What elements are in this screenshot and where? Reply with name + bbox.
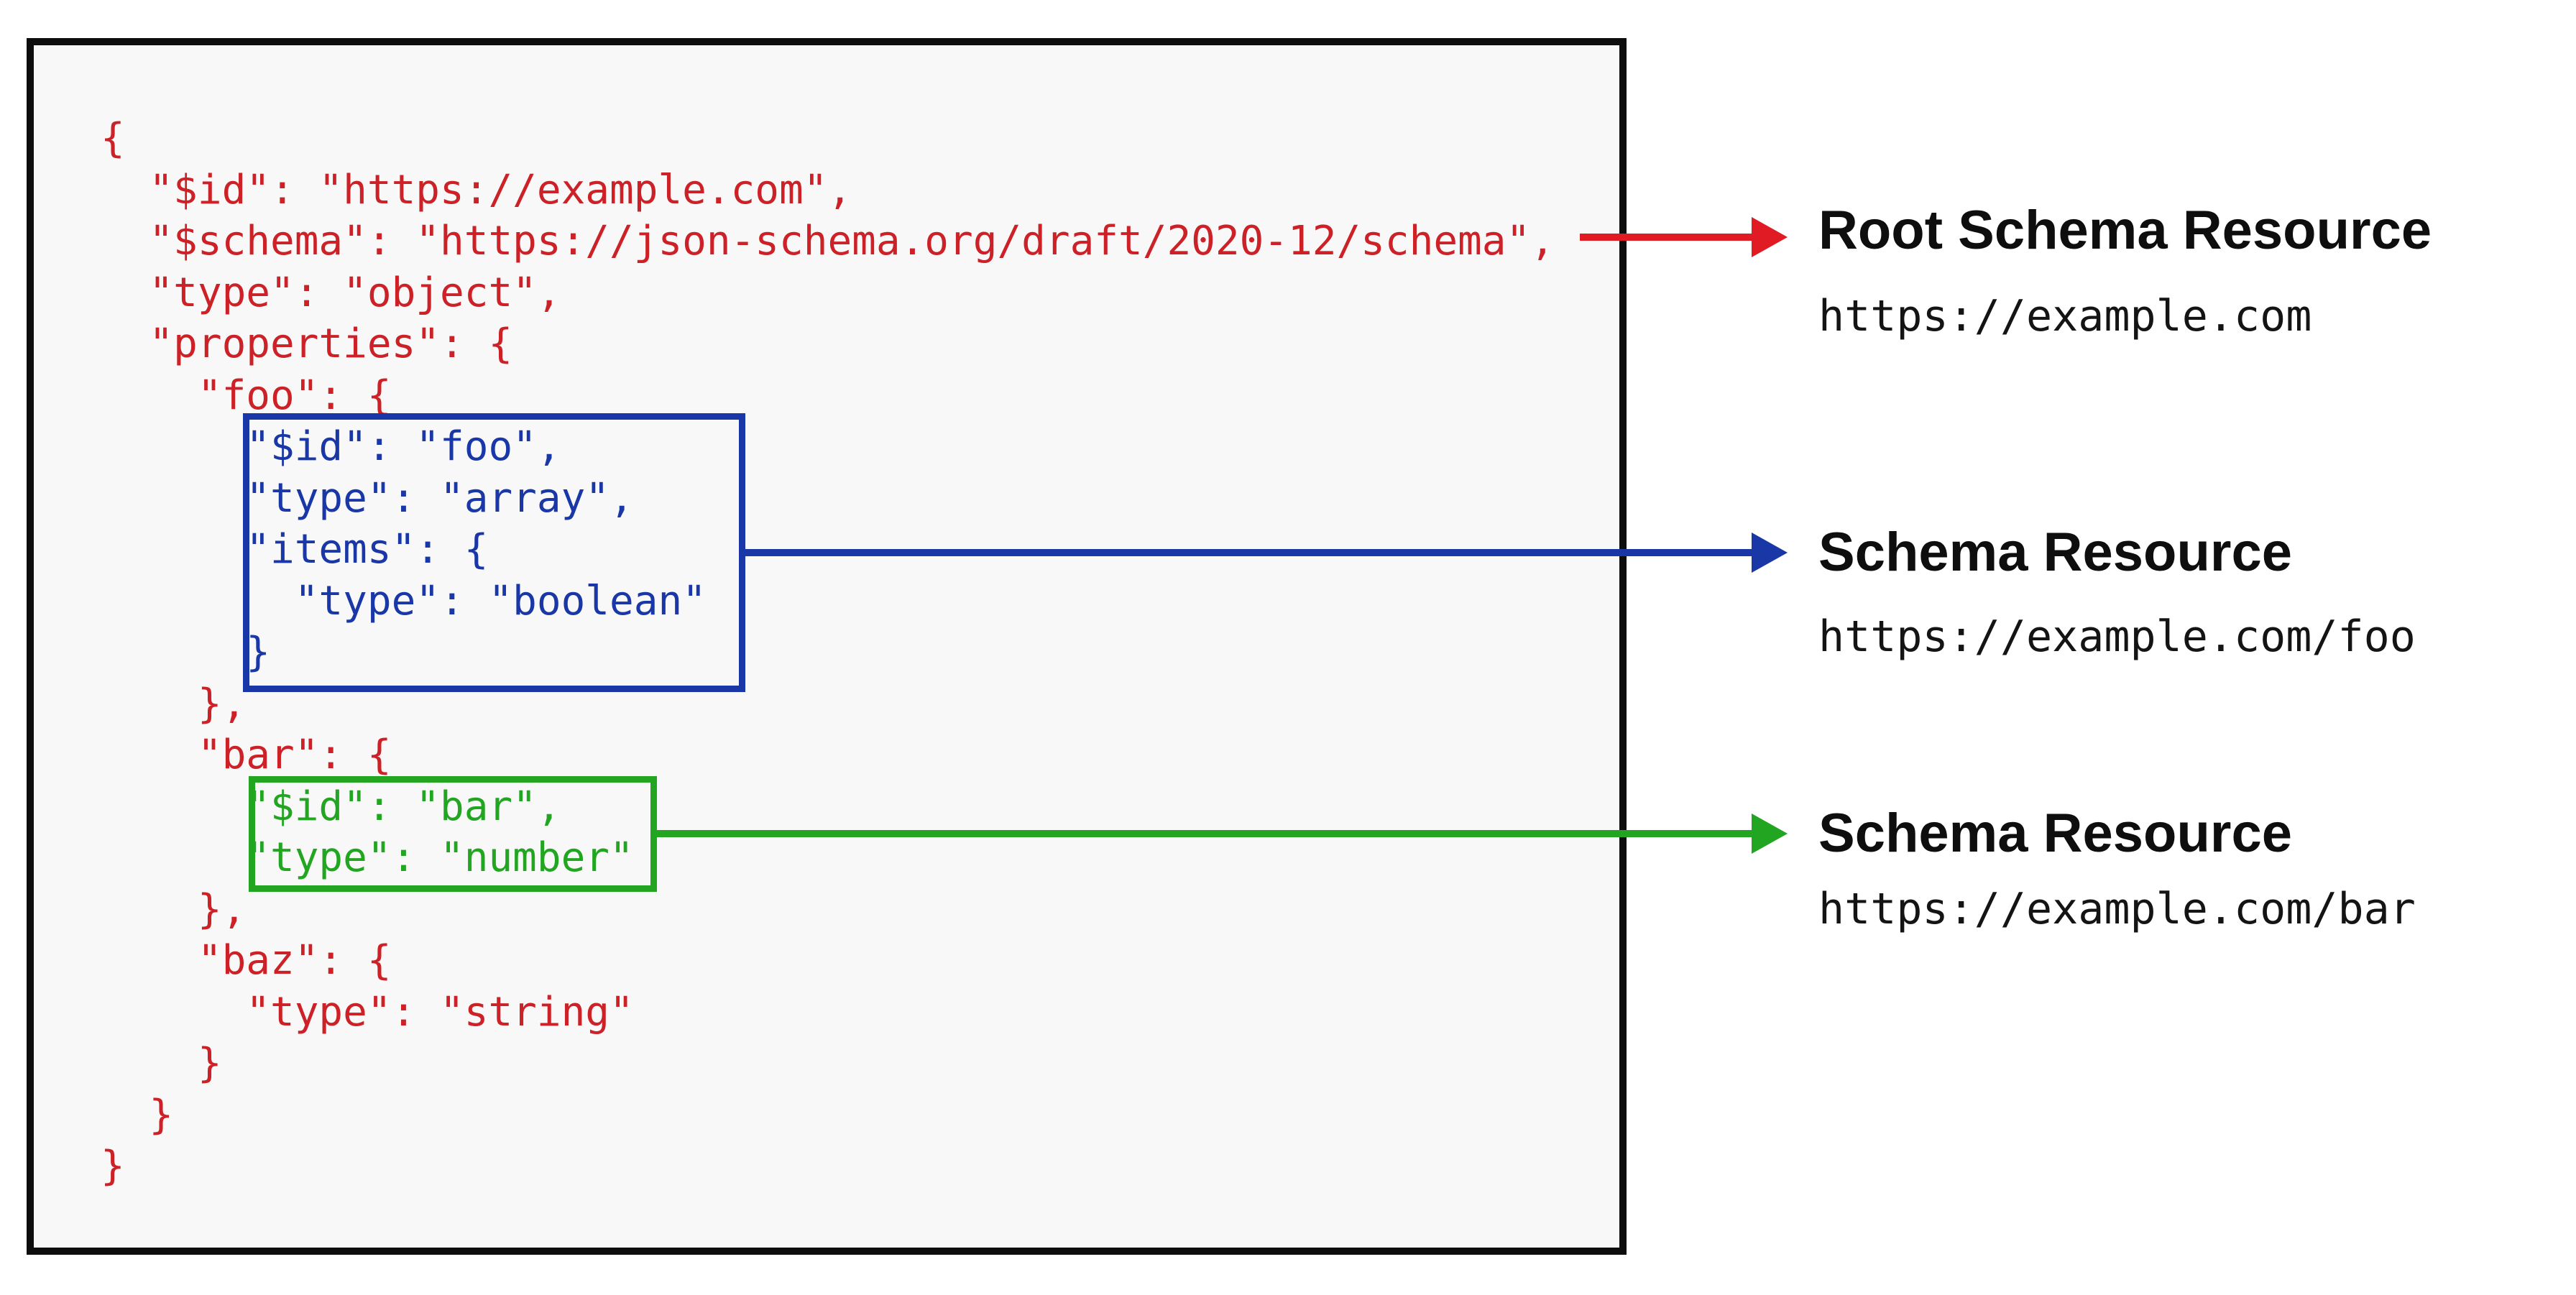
foo-schema-arrow-line [745, 549, 1752, 556]
annotation-title-foo-schema-resource: Schema Resource [1818, 522, 2292, 583]
bar-schema-arrowhead-icon [1752, 814, 1788, 854]
root-schema-arrow-line [1580, 234, 1752, 241]
annotation-url-bar: https://example.com/bar [1818, 884, 2416, 934]
code-line: } [101, 1091, 174, 1138]
foo-schema-resource-highlight-box [243, 413, 745, 692]
annotation-title-root-schema-resource: Root Schema Resource [1818, 200, 2432, 261]
code-line: "baz": { [101, 937, 392, 984]
bar-schema-arrow-line [657, 830, 1752, 837]
code-panel [27, 38, 1627, 1255]
code-line: { [101, 115, 125, 162]
code-line: "type": "number" [101, 834, 634, 881]
code-line: "type": "string" [101, 988, 634, 1036]
code-line: }, [101, 885, 247, 933]
code-line: "properties": { [101, 321, 513, 367]
code-line: "$schema": "https://json-schema.org/draf… [101, 218, 1555, 264]
bar-schema-resource-highlight-box [249, 776, 657, 892]
code-line: "type": "array", [101, 474, 634, 522]
annotation-url-foo: https://example.com/foo [1818, 612, 2416, 662]
code-line: "type": "object", [101, 269, 561, 316]
annotation-url-root: https://example.com [1818, 291, 2312, 341]
code-line: }, [101, 680, 247, 727]
code-line: "items": { [101, 526, 489, 573]
annotation-title-bar-schema-resource: Schema Resource [1818, 803, 2292, 864]
code-line: "type": "boolean" [101, 577, 707, 625]
code-line: "$id": "foo", [101, 423, 561, 470]
code-line: "foo": { [101, 372, 392, 419]
code-line: } [101, 1040, 222, 1087]
foo-schema-arrowhead-icon [1752, 533, 1788, 573]
code-line: "$id": "bar", [101, 783, 561, 830]
root-schema-arrowhead-icon [1752, 217, 1788, 257]
code-line: "$id": "https://example.com", [101, 166, 852, 213]
code-block: { "$id": "https://example.com", "$schema… [101, 113, 1555, 1192]
code-line: } [101, 1143, 125, 1189]
code-line: "bar": { [101, 732, 392, 778]
code-line: } [101, 629, 271, 676]
